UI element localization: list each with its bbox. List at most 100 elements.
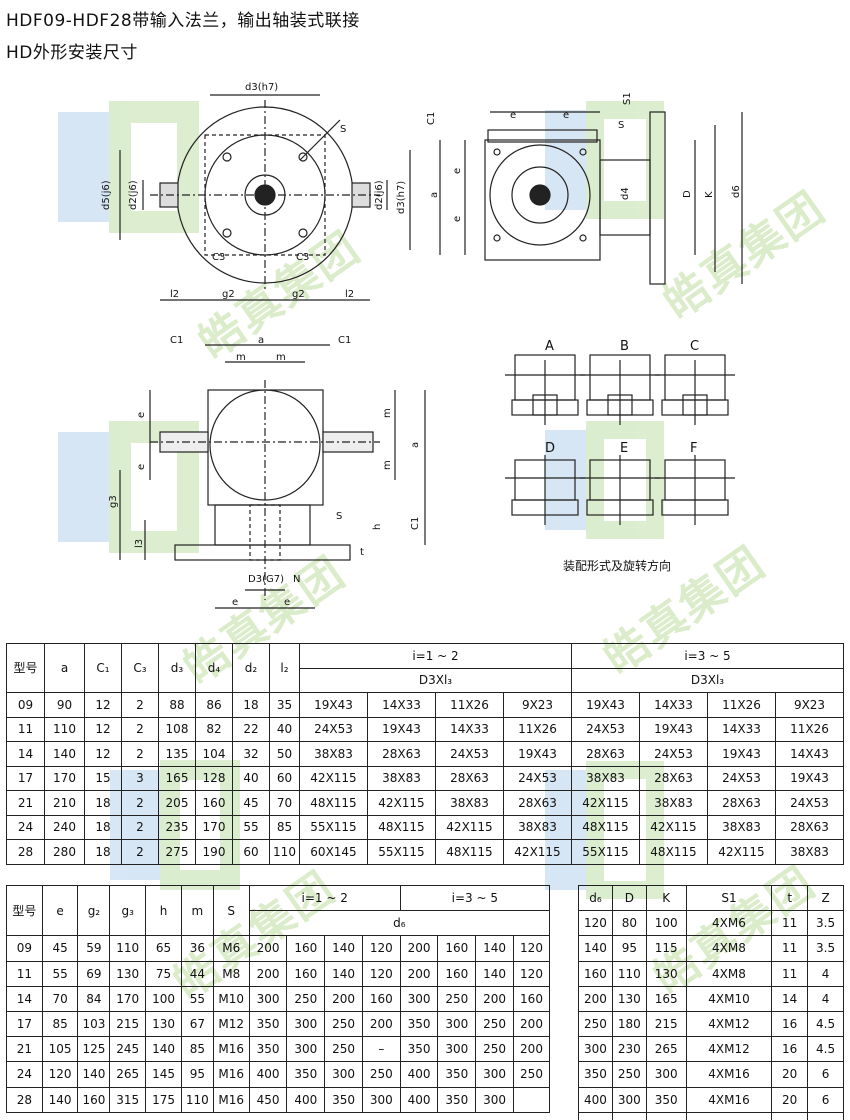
table-cell: 210 — [44, 790, 85, 816]
table-cell: 130 — [645, 960, 687, 987]
header2-ratio-3-5: i=3 ~ 5 — [399, 884, 551, 912]
table3-header: Z — [807, 884, 844, 912]
table-cell: 140 — [475, 960, 514, 987]
table-cell: 36 — [180, 935, 214, 962]
label-C1-top-right: C1 — [338, 335, 351, 346]
table-cell: 25 — [771, 1111, 809, 1120]
table3-header: d₆ — [578, 884, 613, 912]
label-m-side-1: m — [382, 408, 393, 418]
table-cell: 60 — [269, 765, 300, 791]
table-cell: 11X26 — [707, 692, 776, 718]
header2-e: e — [41, 884, 79, 937]
table-cell: 9X23 — [503, 692, 572, 718]
label-d3h7: d3(h7) — [245, 82, 278, 93]
table-cell: 85 — [269, 814, 300, 840]
table-cell: 108 — [158, 716, 196, 742]
table-cell: 40 — [232, 765, 270, 791]
header2-h: h — [145, 884, 182, 937]
table-cell: 42X115 — [435, 814, 504, 840]
label-g3: g3 — [108, 495, 119, 508]
table-cell: 11 — [771, 910, 809, 937]
header-type: 型号 — [6, 643, 45, 693]
page-title: HDF09-HDF28带输入法兰，输出轴装式联接 — [6, 11, 360, 31]
table-cell: 140 — [41, 1086, 79, 1113]
table-cell: 200 — [248, 960, 288, 987]
table-cell: 45 — [232, 790, 270, 816]
table-cell: 160 — [513, 985, 550, 1012]
table-cell: 45 — [41, 935, 79, 962]
mount-letter-A: A — [545, 339, 554, 354]
table-cell: 135 — [158, 741, 196, 767]
table-cell: 160 — [437, 935, 477, 962]
table-cell: M16 — [212, 1061, 250, 1088]
header-c1: C₁ — [84, 643, 122, 693]
table-cell: 250 — [578, 1010, 613, 1038]
table-cell: 4.5 — [807, 1010, 844, 1038]
table-cell: 4XM10 — [685, 985, 773, 1012]
header-ratio-1-2: i=1 ~ 2 — [299, 643, 572, 669]
label-D3G7: D3(G7) — [248, 574, 284, 585]
table-cell: 300 — [248, 985, 288, 1012]
table-cell: 22 — [232, 716, 270, 742]
table-cell: 300 — [578, 1036, 613, 1063]
table-cell: 4 — [807, 985, 844, 1012]
table-cell: 275 — [158, 839, 196, 865]
table-cell: 21 — [6, 790, 45, 816]
table-cell: 55X115 — [571, 839, 640, 865]
table-cell: 400 — [645, 1111, 687, 1120]
table-cell: 11 — [6, 960, 43, 987]
table-cell: 55X115 — [367, 839, 436, 865]
table-cell: 42X115 — [503, 839, 572, 865]
table-cell: 4XM8 — [685, 960, 773, 987]
table-cell: – — [361, 1036, 401, 1063]
table-cell: 18 — [232, 692, 270, 718]
label-C1-top-left: C1 — [170, 335, 183, 346]
table-cell: 18 — [84, 814, 122, 840]
label-d2j6: d2(j6) — [128, 180, 139, 210]
table-cell: 160 — [286, 935, 326, 962]
table-cell: 2 — [121, 839, 159, 865]
table-cell: 215 — [109, 1010, 147, 1038]
table-cell: M8 — [212, 960, 250, 987]
table-cell: 265 — [645, 1036, 687, 1063]
table-cell: 60 — [232, 839, 270, 865]
table-cell: 400 — [578, 1086, 613, 1113]
table-cell: 75 — [145, 960, 182, 987]
top-view — [119, 344, 426, 609]
table-cell: 40 — [269, 716, 300, 742]
header-d3: d₃ — [158, 643, 196, 693]
table-cell: 350 — [437, 1061, 477, 1088]
table-cell: 16 — [771, 1010, 809, 1038]
table-cell: 3.5 — [807, 910, 844, 937]
header2-type: 型号 — [6, 884, 43, 937]
table-cell: 55 — [41, 960, 79, 987]
table-cell: 160 — [195, 790, 233, 816]
table-cell: 20 — [771, 1086, 809, 1113]
table-cell: 19X43 — [639, 716, 708, 742]
table-cell: 28 — [6, 839, 45, 865]
table-cell: 88 — [158, 692, 196, 718]
label-a-top-side: a — [410, 442, 421, 448]
table-cell: 48X115 — [571, 814, 640, 840]
table-cell: 38X83 — [435, 790, 504, 816]
table-cell: 2 — [121, 716, 159, 742]
table-cell: 300 — [286, 1010, 326, 1038]
table-cell: 2 — [121, 741, 159, 767]
label-e-side-1: e — [510, 110, 516, 121]
table-cell: 38X83 — [299, 741, 368, 767]
table-cell: 130 — [611, 985, 647, 1012]
table-cell: 35 — [269, 692, 300, 718]
table-cell: 175 — [145, 1086, 182, 1113]
table-cell: 12 — [84, 716, 122, 742]
table-cell: 82 — [195, 716, 233, 742]
table-cell: 67 — [180, 1010, 214, 1038]
table-cell: 12 — [84, 692, 122, 718]
label-l3: l3 — [134, 539, 145, 548]
table-cell: 104 — [195, 741, 233, 767]
